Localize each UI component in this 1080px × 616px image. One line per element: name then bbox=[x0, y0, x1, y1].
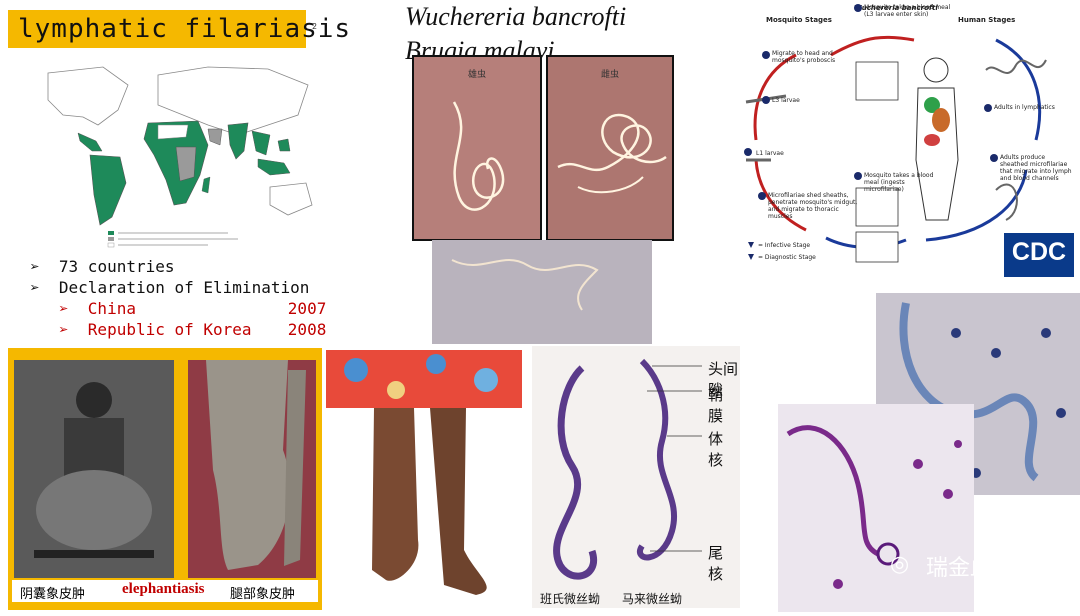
lifecycle-step: L1 larvae bbox=[756, 150, 784, 157]
loose-worms-photo bbox=[432, 240, 652, 344]
watermark-text: 瑞金血液 bbox=[926, 556, 1015, 581]
world-map bbox=[8, 55, 326, 260]
worm-drawing bbox=[557, 113, 667, 194]
lifecycle-arrows bbox=[744, 4, 1047, 263]
micro-label: 体 核 bbox=[708, 430, 724, 469]
micro-label: 头间隙 bbox=[708, 360, 739, 399]
country-name: China bbox=[87, 299, 136, 318]
bullet-text: 73 countries bbox=[58, 257, 175, 276]
worm-drawing bbox=[451, 259, 599, 311]
lifecycle-step: Mosquito takes a blood meal (ingests mic… bbox=[864, 172, 934, 193]
title-banner bbox=[8, 10, 306, 48]
species-name: Wuchereria bancrofti bbox=[405, 2, 627, 31]
male-worm-photo: 雄虫 bbox=[412, 55, 542, 241]
photo-label: 雌虫 bbox=[600, 70, 619, 80]
female-worm-photo: 雌虫 bbox=[546, 55, 674, 241]
photo-drawing bbox=[14, 360, 174, 578]
swollen-legs-photo bbox=[326, 350, 522, 610]
slide-title: lymphatic filariasis bbox=[18, 14, 352, 44]
lifecycle-step: Mosquito takes a blood meal (L3 larvae e… bbox=[864, 4, 951, 18]
lifecycle-step: Adults produce sheathed microfilariae th… bbox=[1000, 154, 1072, 182]
lifecycle-step: Migrate to head and mosquito's proboscis bbox=[772, 50, 836, 64]
lifecycle-step: Adults in lymphatics bbox=[994, 104, 1055, 111]
scrotal-photo bbox=[14, 360, 174, 578]
blood-smear-photo bbox=[876, 293, 1080, 495]
micro-label: 尾 核 bbox=[708, 544, 724, 583]
photo-label: 雄虫 bbox=[467, 70, 486, 80]
human-stages-label: Human Stages bbox=[958, 16, 1016, 24]
bullet-item: ➢ Declaration of Elimination bbox=[30, 278, 310, 297]
microfilariae-drawing bbox=[553, 358, 702, 580]
elimination-year: 2008 bbox=[287, 320, 327, 339]
bullet-text: Declaration of Elimination bbox=[58, 278, 310, 297]
elephantiasis-caption: 阴囊象皮肿 elephantiasis 腿部象皮肿 bbox=[12, 580, 318, 602]
lifecycle-step: Microfilariae shed sheaths, penetrate mo… bbox=[768, 192, 858, 220]
legend-diagnostic: = Diagnostic Stage bbox=[758, 254, 816, 261]
bullet-item: ➢ 73 countries bbox=[30, 257, 175, 276]
cdc-logo: CDC bbox=[1004, 233, 1074, 277]
wechat-icon: ◎ bbox=[890, 552, 910, 577]
lifecycle-step: L3 larvae bbox=[772, 97, 800, 104]
country-name: Republic of Korea bbox=[87, 320, 252, 339]
mosquito-stages-label: Mosquito Stages bbox=[766, 16, 832, 24]
caption-scrotal: 阴囊象皮肿 bbox=[20, 587, 86, 602]
photo-drawing bbox=[206, 360, 306, 570]
micro-caption: 班氏微丝蚴 bbox=[540, 592, 601, 606]
bullet-list: ➢ 73 countries ➢ Declaration of Eliminat… bbox=[30, 256, 326, 340]
micro-caption: 马来微丝蚴 bbox=[622, 592, 683, 606]
legend-infective: = Infective Stage bbox=[758, 242, 811, 249]
caption-elephantiasis: elephantiasis bbox=[122, 581, 205, 597]
world-map-svg bbox=[47, 66, 313, 248]
smear-drawing bbox=[786, 425, 962, 589]
elephantiasis-panel: 阴囊象皮肿 elephantiasis 腿部象皮肿 bbox=[8, 348, 322, 610]
lifecycle-title: Wuchereria bancrofti bbox=[854, 4, 938, 12]
micro-label: 鞘 膜 bbox=[708, 386, 724, 425]
elimination-year: 2007 bbox=[287, 299, 327, 318]
worm-drawing bbox=[452, 101, 505, 211]
slide-number: 2 bbox=[312, 22, 318, 31]
microfilariae-figure: 头间隙 鞘 膜 体 核 尾 核 班氏微丝蚴 马来微丝蚴 bbox=[532, 346, 740, 608]
photo-drawing bbox=[326, 350, 522, 595]
blood-smear-photo bbox=[778, 404, 974, 612]
watermark: ◎ 瑞金血液 bbox=[890, 548, 1070, 584]
caption-leg: 腿部象皮肿 bbox=[230, 587, 296, 602]
leg-photo bbox=[188, 360, 316, 578]
